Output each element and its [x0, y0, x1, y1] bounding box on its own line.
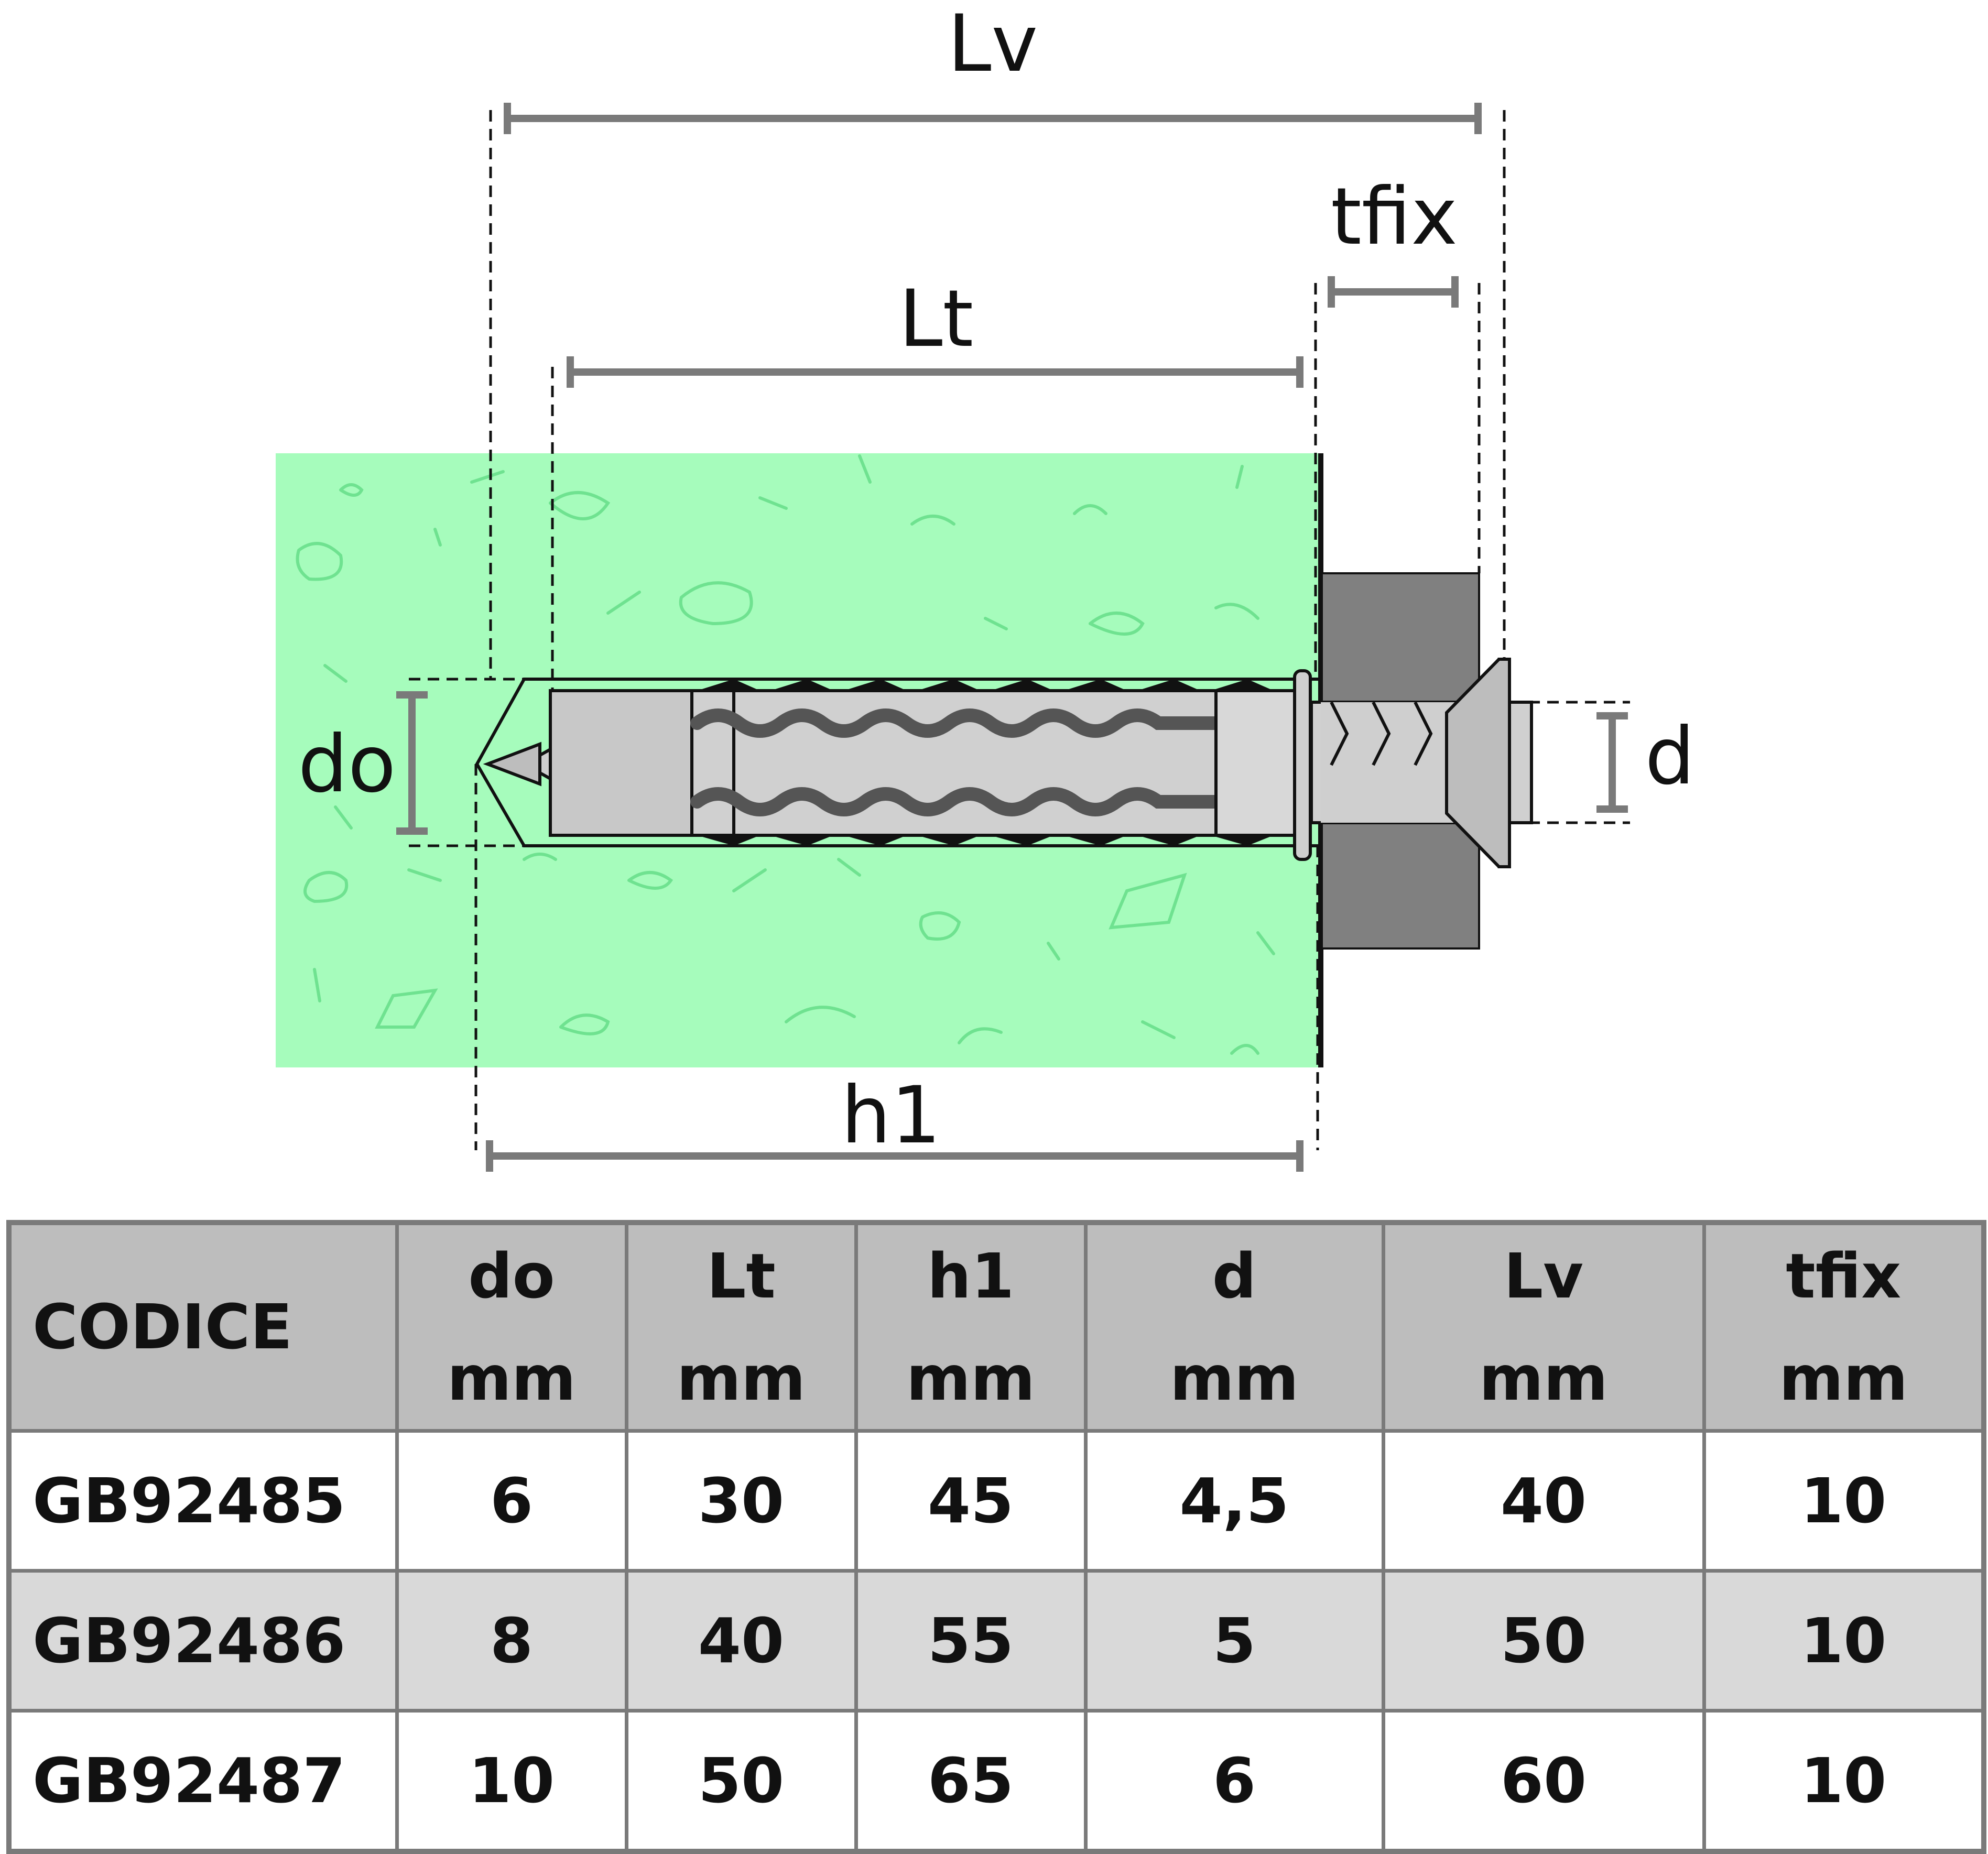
- cell-lt: 50: [624, 1709, 858, 1853]
- label-lt: Lt: [899, 274, 973, 365]
- cell-lt: 40: [624, 1569, 858, 1713]
- cell-tfix: 10: [1702, 1569, 1986, 1713]
- cell-h1: 45: [854, 1429, 1088, 1573]
- cell-d: 6: [1083, 1709, 1385, 1853]
- cell-lv: 60: [1381, 1709, 1706, 1853]
- cell-d: 4,5: [1083, 1429, 1385, 1573]
- cell-tfix: 10: [1702, 1709, 1986, 1853]
- cell-do: 6: [395, 1429, 628, 1573]
- screw: [483, 658, 1533, 868]
- cell-do: 8: [395, 1569, 628, 1713]
- plug: [549, 669, 1312, 861]
- cell-codice: GB92487: [7, 1709, 399, 1853]
- table-row: GB92486 8 40 55 5 50 10: [7, 1569, 1986, 1713]
- cell-lv: 50: [1381, 1569, 1706, 1713]
- label-d: d: [1645, 711, 1694, 802]
- cell-codice: GB92486: [7, 1569, 399, 1713]
- cell-d: 5: [1083, 1569, 1385, 1713]
- extension-lines: [409, 110, 1630, 1150]
- label-lv: Lv: [948, 0, 1038, 90]
- table-row: GB92487 10 50 65 6 60 10: [7, 1709, 1986, 1853]
- cell-codice: GB92485: [7, 1429, 399, 1573]
- cell-do: 10: [395, 1709, 628, 1853]
- anchor-diagram: Lv tfix Lt do d h1: [276, 0, 1695, 1172]
- header-codice: CODICE: [7, 1220, 399, 1433]
- label-h1: h1: [841, 1070, 941, 1161]
- cell-lt: 30: [624, 1429, 858, 1573]
- cell-lv: 40: [1381, 1429, 1706, 1573]
- label-tfix: tfix: [1331, 171, 1458, 263]
- table-row: GB92485 6 30 45 4,5 40 10: [7, 1429, 1986, 1573]
- dimension-lines: [396, 103, 1628, 1172]
- cell-tfix: 10: [1702, 1429, 1986, 1573]
- cell-h1: 65: [854, 1709, 1088, 1853]
- label-do: do: [298, 719, 396, 810]
- cell-h1: 55: [854, 1569, 1088, 1713]
